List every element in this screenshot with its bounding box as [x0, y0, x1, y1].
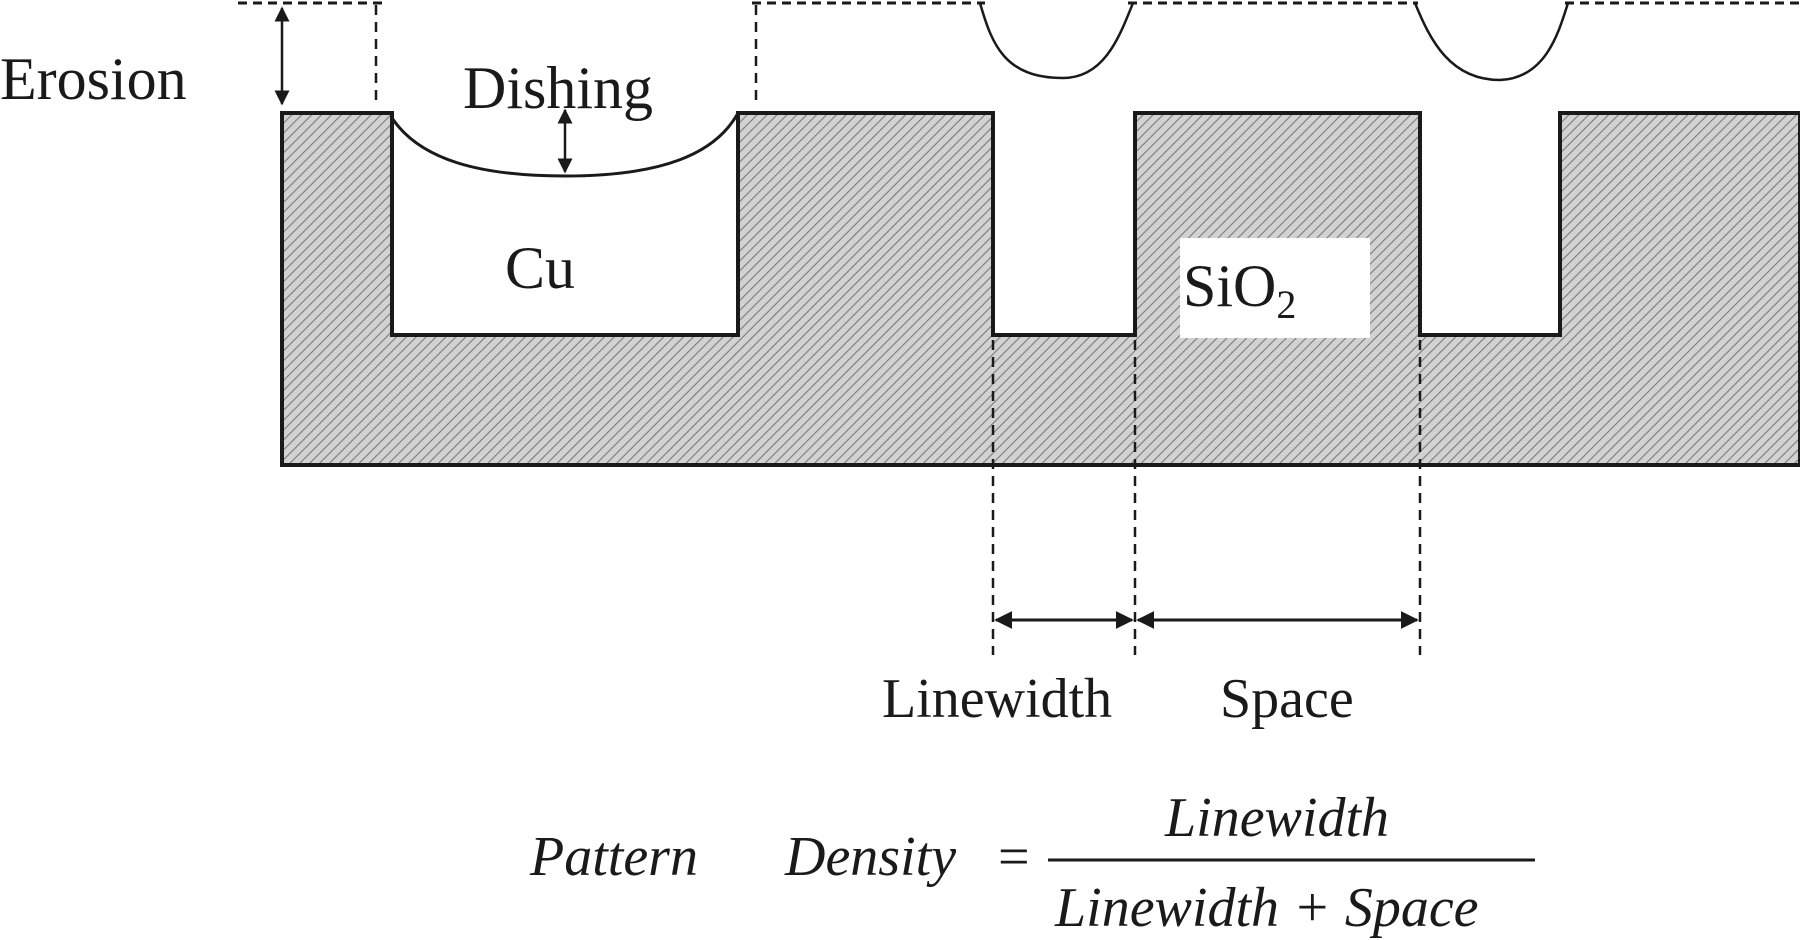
dishing-label: Dishing	[463, 55, 653, 121]
formula-word-pattern: Pattern	[529, 826, 698, 888]
formula-word-density: Density	[784, 826, 956, 888]
linewidth-label: Linewidth	[882, 668, 1112, 730]
cu-dishing-curve	[390, 112, 740, 178]
surface-bump-1	[978, 2, 1135, 80]
formula-numerator: Linewidth	[1164, 787, 1389, 849]
space-label: Space	[1220, 668, 1354, 730]
erosion-label: Erosion	[0, 46, 187, 112]
pattern-density-formula: Pattern Density = Linewidth Linewidth + …	[529, 787, 1535, 939]
cu-label: Cu	[505, 235, 575, 301]
formula-equals: =	[998, 826, 1030, 888]
formula-denominator: Linewidth + Space	[1054, 877, 1479, 939]
guide-lines	[374, 5, 1422, 655]
sio2-label-box	[1180, 238, 1370, 338]
surface-bump-2	[1413, 2, 1570, 82]
sio2-label: SiO2	[1183, 253, 1296, 327]
